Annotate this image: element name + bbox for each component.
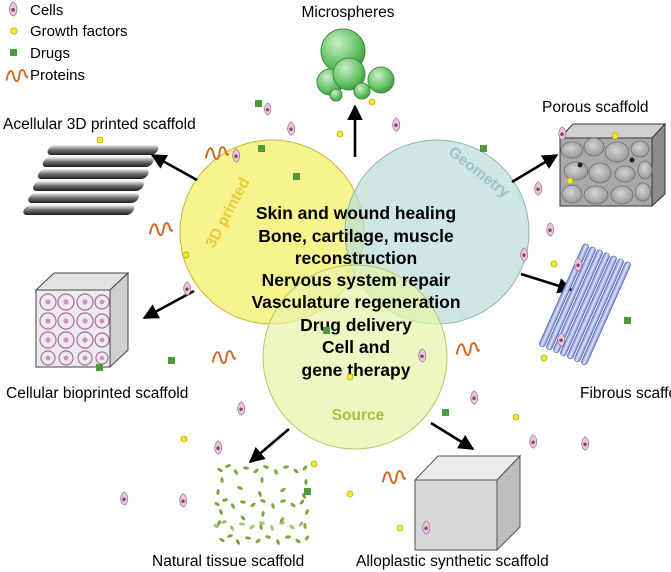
cellular-scaffold-illustration [34, 271, 130, 369]
cell-icon [529, 434, 538, 449]
legend-growth-factors-label: Growth factors [30, 23, 128, 40]
natural-scaffold-label: Natural tissue scaffold [152, 553, 304, 570]
cell-icon [183, 281, 192, 296]
cell-icon [546, 222, 555, 237]
alloplastic-scaffold-label: Alloplastic synthetic scaffold [356, 553, 549, 570]
cell-icon [179, 493, 188, 508]
arrows [142, 104, 574, 464]
legend: Cells Growth factors Drugs Proteins [5, 1, 128, 84]
growth-factor-icon [611, 132, 619, 140]
arrow-to-acellular [150, 153, 198, 182]
fibrous-scaffold-label: Fibrous scaffold [580, 385, 671, 402]
arrow-to-alloplastic [430, 421, 475, 451]
cell-icon [9, 1, 18, 17]
cell-icon [392, 117, 401, 132]
application-item: Cell and [322, 337, 390, 357]
protein-icon [455, 342, 481, 357]
drug-icon [293, 173, 300, 180]
drug-icon [96, 364, 103, 371]
legend-cells-label: Cells [30, 2, 63, 19]
drug-icon [304, 488, 311, 495]
source-circle [262, 264, 448, 450]
cell-icon [287, 121, 296, 136]
application-item: Skin and wound healing [256, 203, 456, 223]
drug-icon [323, 327, 330, 334]
cell-icon [557, 332, 566, 347]
application-item: Drug delivery [300, 315, 412, 335]
growth-factor-icon [96, 136, 104, 144]
arrow-to-natural [248, 428, 290, 464]
application-item: Vasculature regeneration [251, 292, 460, 312]
acellular-scaffold-label: Acellular 3D printed scaffold [3, 116, 196, 133]
venn-diagram: 3D printed Geometry Source [179, 139, 530, 450]
protein-icon [211, 350, 237, 365]
growth-factor-icon [336, 130, 344, 138]
cellular-scaffold-label: Cellular bioprinted scaffold [6, 385, 188, 402]
growth-factor-icon [10, 27, 18, 35]
drug-icon [480, 145, 487, 152]
arrow-to-fibrous [520, 272, 574, 294]
growth-factor-icon [540, 354, 548, 362]
growth-factor-icon [346, 490, 354, 498]
cell-icon [237, 401, 246, 416]
application-item: gene therapy [302, 360, 411, 380]
natural-tissue-scaffold-illustration [212, 464, 311, 546]
growth-factor-icon [182, 251, 190, 259]
cell-icon [120, 491, 129, 506]
legend-proteins-label: Proteins [30, 67, 85, 84]
growth-factor-icon [512, 413, 520, 421]
acellular-scaffold-illustration [23, 145, 159, 215]
growth-factor-icon [368, 98, 376, 106]
cell-icon [581, 436, 590, 451]
drug-icon [10, 49, 17, 56]
protein-icon [5, 69, 29, 83]
application-item: reconstruction [295, 248, 418, 268]
arrow-to-cellular [142, 289, 195, 320]
source-circle-label: Source [332, 407, 385, 424]
legend-drugs-label: Drugs [30, 45, 70, 62]
growth-factor-icon [396, 524, 404, 532]
porous-scaffold-illustration [558, 122, 667, 208]
microspheres-label: Microspheres [301, 4, 394, 21]
growth-factor-icon [310, 460, 318, 468]
cell-icon [470, 390, 479, 405]
scattered-growth-factors [96, 98, 619, 532]
cell-icon [558, 126, 567, 141]
protein-icon [381, 470, 407, 485]
cell-icon [574, 257, 583, 272]
alloplastic-scaffold-illustration [413, 454, 522, 552]
application-item: Nervous system repair [262, 270, 451, 290]
cell-icon [534, 181, 543, 196]
porous-scaffold-label: Porous scaffold [542, 99, 649, 116]
application-item: Bone, cartilage, muscle [258, 226, 454, 246]
growth-factor-icon [346, 373, 354, 381]
drug-icon [258, 145, 265, 152]
drug-icon [442, 409, 449, 416]
microspheres-illustration [316, 28, 395, 102]
fibrous-scaffold-illustration [539, 243, 631, 366]
growth-factor-icon [550, 260, 558, 268]
growth-factor-icon [180, 435, 188, 443]
arrow-to-porous [511, 153, 559, 184]
cell-icon [214, 440, 223, 455]
cell-icon [264, 102, 272, 116]
growth-factor-icon [566, 177, 574, 185]
drug-icon [255, 100, 262, 107]
protein-icon [148, 222, 174, 237]
scattered-drugs [96, 100, 631, 495]
drug-icon [624, 317, 631, 324]
drug-icon [168, 357, 175, 364]
